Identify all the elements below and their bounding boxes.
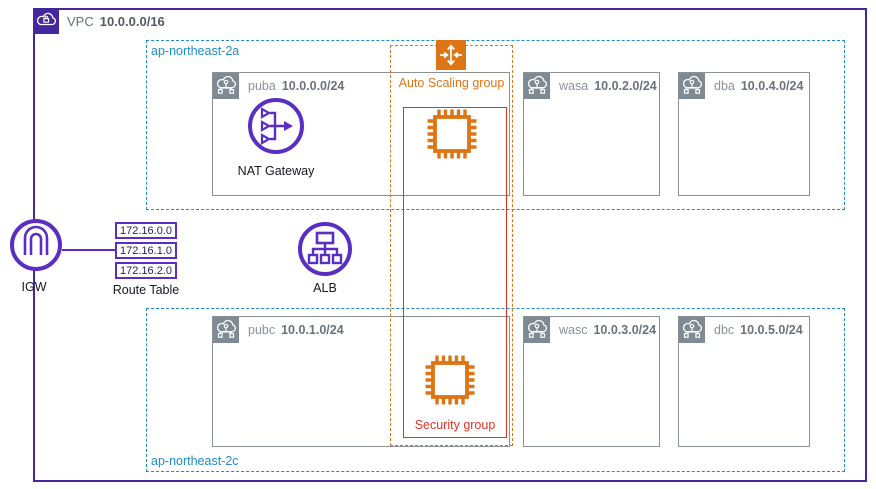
subnet-dba: dba 10.0.4.0/24 xyxy=(678,72,810,196)
nat-gateway-icon xyxy=(246,96,306,156)
auto-scaling-group-label: Auto Scaling group xyxy=(398,76,505,90)
subnet-cidr: 10.0.5.0/24 xyxy=(740,323,803,337)
vpc-label: VPC xyxy=(67,13,94,29)
subnet-icon xyxy=(524,73,550,99)
subnet-cidr: 10.0.2.0/24 xyxy=(594,79,657,93)
alb-label: ALB xyxy=(313,281,337,295)
subnet-cidr: 10.0.0.0/24 xyxy=(281,79,345,93)
security-group-boundary: Security group xyxy=(403,107,507,438)
subnet-header: wasa 10.0.2.0/24 xyxy=(524,73,659,99)
subnet-wasa: wasa 10.0.2.0/24 xyxy=(523,72,660,196)
route-entry: 172.16.0.0 xyxy=(115,222,177,239)
subnet-icon xyxy=(213,73,239,99)
az-2c-label: ap-northeast-2c xyxy=(151,454,239,468)
subnet-header: dbc 10.0.5.0/24 xyxy=(679,317,809,343)
ec2-instance-icon xyxy=(422,352,478,408)
subnet-name: dbc xyxy=(714,323,735,337)
subnet-cidr: 10.0.4.0/24 xyxy=(740,79,804,93)
availability-zone-2c: ap-northeast-2c xyxy=(146,308,845,472)
subnet-name: dba xyxy=(714,79,735,93)
subnet-header: wasc 10.0.3.0/24 xyxy=(524,317,659,343)
subnet-header: dba 10.0.4.0/24 xyxy=(679,73,809,99)
route-entry: 172.16.2.0 xyxy=(115,262,177,279)
route-table: 172.16.0.0 172.16.1.0 172.16.2.0 xyxy=(115,222,177,282)
subnet-icon xyxy=(524,317,550,343)
subnet-dbc: dbc 10.0.5.0/24 xyxy=(678,316,810,447)
subnet-name: wasc xyxy=(559,323,588,337)
vpc-icon xyxy=(33,8,59,34)
nat-gateway-label: NAT Gateway xyxy=(237,164,315,178)
vpc-header: VPC 10.0.0.0/16 xyxy=(33,8,165,34)
subnet-cidr: 10.0.1.0/24 xyxy=(281,323,344,337)
alb-icon xyxy=(296,220,354,278)
subnet-icon xyxy=(679,317,705,343)
security-group-label: Security group xyxy=(414,418,496,432)
subnet-name: pubc xyxy=(248,323,276,337)
subnet-header: pubc 10.0.1.0/24 xyxy=(213,317,509,343)
igw-icon xyxy=(8,217,64,273)
subnet-pubc: pubc 10.0.1.0/24 xyxy=(212,316,510,447)
route-entry: 172.16.1.0 xyxy=(115,242,177,259)
subnet-icon xyxy=(213,317,239,343)
vpc-cidr: 10.0.0.0/16 xyxy=(99,13,165,29)
ec2-instance-icon xyxy=(424,106,480,162)
igw-routetable-connector xyxy=(62,249,115,251)
availability-zone-2a: ap-northeast-2a xyxy=(146,40,845,210)
subnet-icon xyxy=(679,73,705,99)
igw-label: IGW xyxy=(21,280,47,294)
az-2a-label: ap-northeast-2a xyxy=(151,44,240,58)
subnet-header: puba 10.0.0.0/24 xyxy=(213,73,509,99)
subnet-wasc: wasc 10.0.3.0/24 xyxy=(523,316,660,447)
auto-scaling-group-icon xyxy=(436,40,466,70)
subnet-name: puba xyxy=(248,79,276,93)
subnet-cidr: 10.0.3.0/24 xyxy=(593,323,657,337)
route-table-label: Route Table xyxy=(112,283,180,297)
subnet-name: wasa xyxy=(559,79,589,93)
